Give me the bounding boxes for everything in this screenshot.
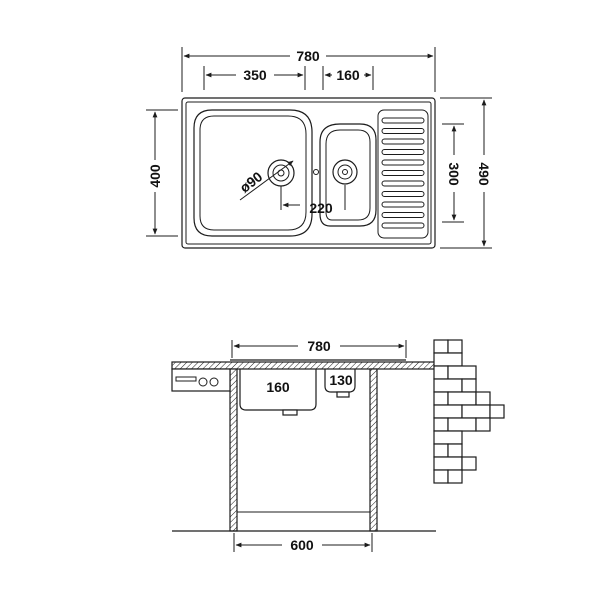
big-bowl-outer <box>193 109 313 237</box>
brick <box>447 417 477 432</box>
drainboard-rib <box>381 138 425 145</box>
sink-outer-outline <box>181 97 436 249</box>
drainboard-area <box>377 109 429 239</box>
drainboard-rib <box>381 191 425 197</box>
countertop-hatch <box>172 362 436 369</box>
drainboard-rib <box>381 180 425 187</box>
dim-cabinet-width: 600 <box>290 537 314 553</box>
brick <box>433 339 449 354</box>
overflow-hole <box>313 169 319 175</box>
dim-small-bowl-depth: 130 <box>329 372 353 388</box>
brick <box>433 430 463 445</box>
drainboard-rib <box>381 149 425 155</box>
dim-overall-depth: 490 <box>476 162 492 186</box>
drainboard-rib <box>381 222 425 229</box>
drainboard-rib <box>381 170 425 176</box>
side-small-drain <box>336 391 350 398</box>
side-view: 780 160 130 600 <box>171 338 505 553</box>
dim-drainboard-height: 300 <box>446 162 462 186</box>
side-big-bowl <box>239 369 317 411</box>
cabinet-right-wall-hatch <box>370 369 377 531</box>
brick <box>461 378 477 393</box>
panel-slot <box>175 376 197 382</box>
panel-knob <box>198 377 208 387</box>
dim-overall-width: 780 <box>296 48 320 64</box>
big-bowl-inner <box>199 115 307 231</box>
drainboard-rib <box>381 128 425 134</box>
dim-big-bowl-depth: 160 <box>266 379 290 395</box>
small-bowl-inner <box>325 129 371 221</box>
brick <box>447 365 477 380</box>
brick <box>447 443 463 458</box>
dim-drain-spacing: 220 <box>309 200 333 216</box>
brick <box>475 417 491 432</box>
side-big-drain <box>282 409 298 416</box>
cabinet-left-wall-hatch <box>230 369 237 531</box>
brick <box>475 391 491 406</box>
leader-line <box>239 160 294 201</box>
brick-wall <box>433 339 505 484</box>
brick <box>433 469 449 484</box>
small-bowl-outer <box>319 123 377 227</box>
drainboard-rib <box>381 201 425 208</box>
brick <box>461 456 477 471</box>
brick <box>433 391 449 406</box>
small-bowl-drain <box>332 159 358 185</box>
drainboard-rib <box>381 159 425 166</box>
brick <box>447 469 463 484</box>
brick <box>433 365 449 380</box>
dim-drain-diameter: ø90 <box>236 168 265 196</box>
top-view: 780 350 160 400 300 490 ø90 <box>146 47 492 249</box>
brick <box>461 404 491 419</box>
brick <box>489 404 505 419</box>
left-panel <box>171 368 231 392</box>
brick <box>447 339 463 354</box>
brick <box>447 391 477 406</box>
dim-bowl-height: 400 <box>147 164 163 188</box>
drainboard-rib <box>381 117 425 124</box>
sink-inner-outline <box>185 101 432 245</box>
dim-big-bowl-width: 350 <box>243 67 267 83</box>
brick <box>433 404 463 419</box>
dim-side-overall-width: 780 <box>307 338 331 354</box>
drainboard-ribs <box>381 117 425 229</box>
brick <box>433 352 463 367</box>
big-bowl-drain <box>267 159 295 187</box>
drainboard-rib <box>381 212 425 218</box>
panel-knob <box>209 377 219 387</box>
dim-small-bowl-width: 160 <box>336 67 360 83</box>
brick <box>433 443 449 458</box>
brick <box>433 456 463 471</box>
brick <box>433 417 449 432</box>
brick <box>433 378 463 393</box>
